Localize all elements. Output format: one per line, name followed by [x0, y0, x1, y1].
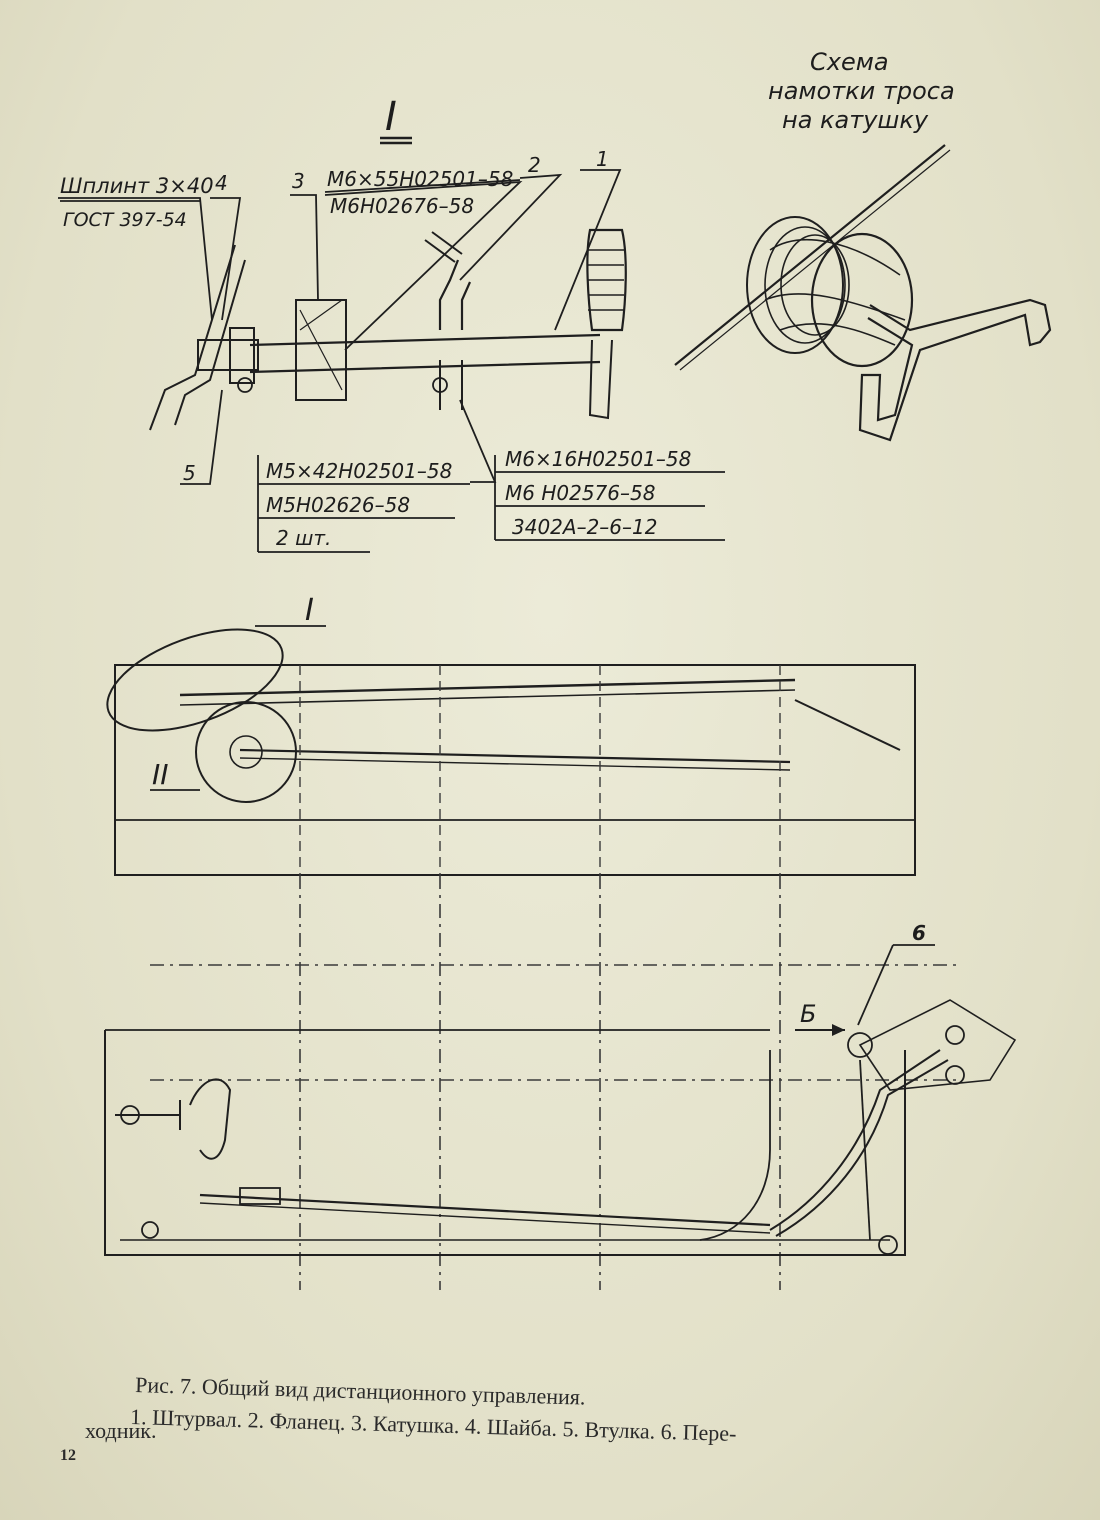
assembly-lower: Б 6	[104, 921, 1017, 1256]
caption-title: Рис. 7. Общий вид дистанционного управле…	[135, 1372, 586, 1410]
spec-right-1: М6×16Н02501–58	[505, 447, 691, 471]
callout-4: 4	[215, 171, 228, 195]
winding-title-2: намотки троса	[768, 77, 955, 105]
callout-3: 3	[292, 169, 305, 193]
detail-mark: I	[385, 94, 397, 140]
page-number: 12	[60, 1447, 76, 1464]
spec-right-3: 3402А–2–6–12	[512, 515, 657, 539]
spec-left-2: М5Н02626–58	[266, 493, 410, 517]
assembly-upper: I II	[106, 593, 916, 876]
callout-5: 5	[183, 461, 196, 485]
winding-scheme: Схема намотки троса на катушку	[674, 48, 1052, 442]
assembly-mark-1: I	[305, 593, 314, 628]
spec-top-2: М6Н02676–58	[330, 194, 474, 218]
winding-title-1: Схема	[810, 48, 889, 76]
caption-items-2: ходник.	[85, 1418, 156, 1443]
spec-top-1: М6×55Н02501–58	[327, 167, 513, 191]
caption-items-1: 1. Штурвал. 2. Фланец. 3. Катушка. 4. Ша…	[130, 1404, 737, 1446]
cotter-standard-label: ГОСТ 397-54	[63, 209, 187, 231]
caption: Рис. 7. Общий вид дистанционного управле…	[60, 1372, 737, 1464]
spec-left-1: М5×42Н02501–58	[266, 459, 452, 483]
view-arrow-label: Б	[800, 1000, 816, 1028]
centre-lines	[150, 875, 960, 1290]
callout-1: 1	[596, 147, 609, 171]
callout-2: 2	[528, 153, 541, 177]
winding-title-3: на катушку	[782, 106, 929, 134]
assembly-mark-2: II	[152, 758, 169, 791]
spec-left-3: 2 шт.	[276, 526, 331, 550]
cotter-pin-label: Шплинт 3×40	[60, 174, 214, 198]
callout-6: 6	[912, 921, 926, 945]
detail-view-i: I	[58, 94, 725, 553]
spec-right-2: М6 Н02576–58	[505, 481, 655, 505]
